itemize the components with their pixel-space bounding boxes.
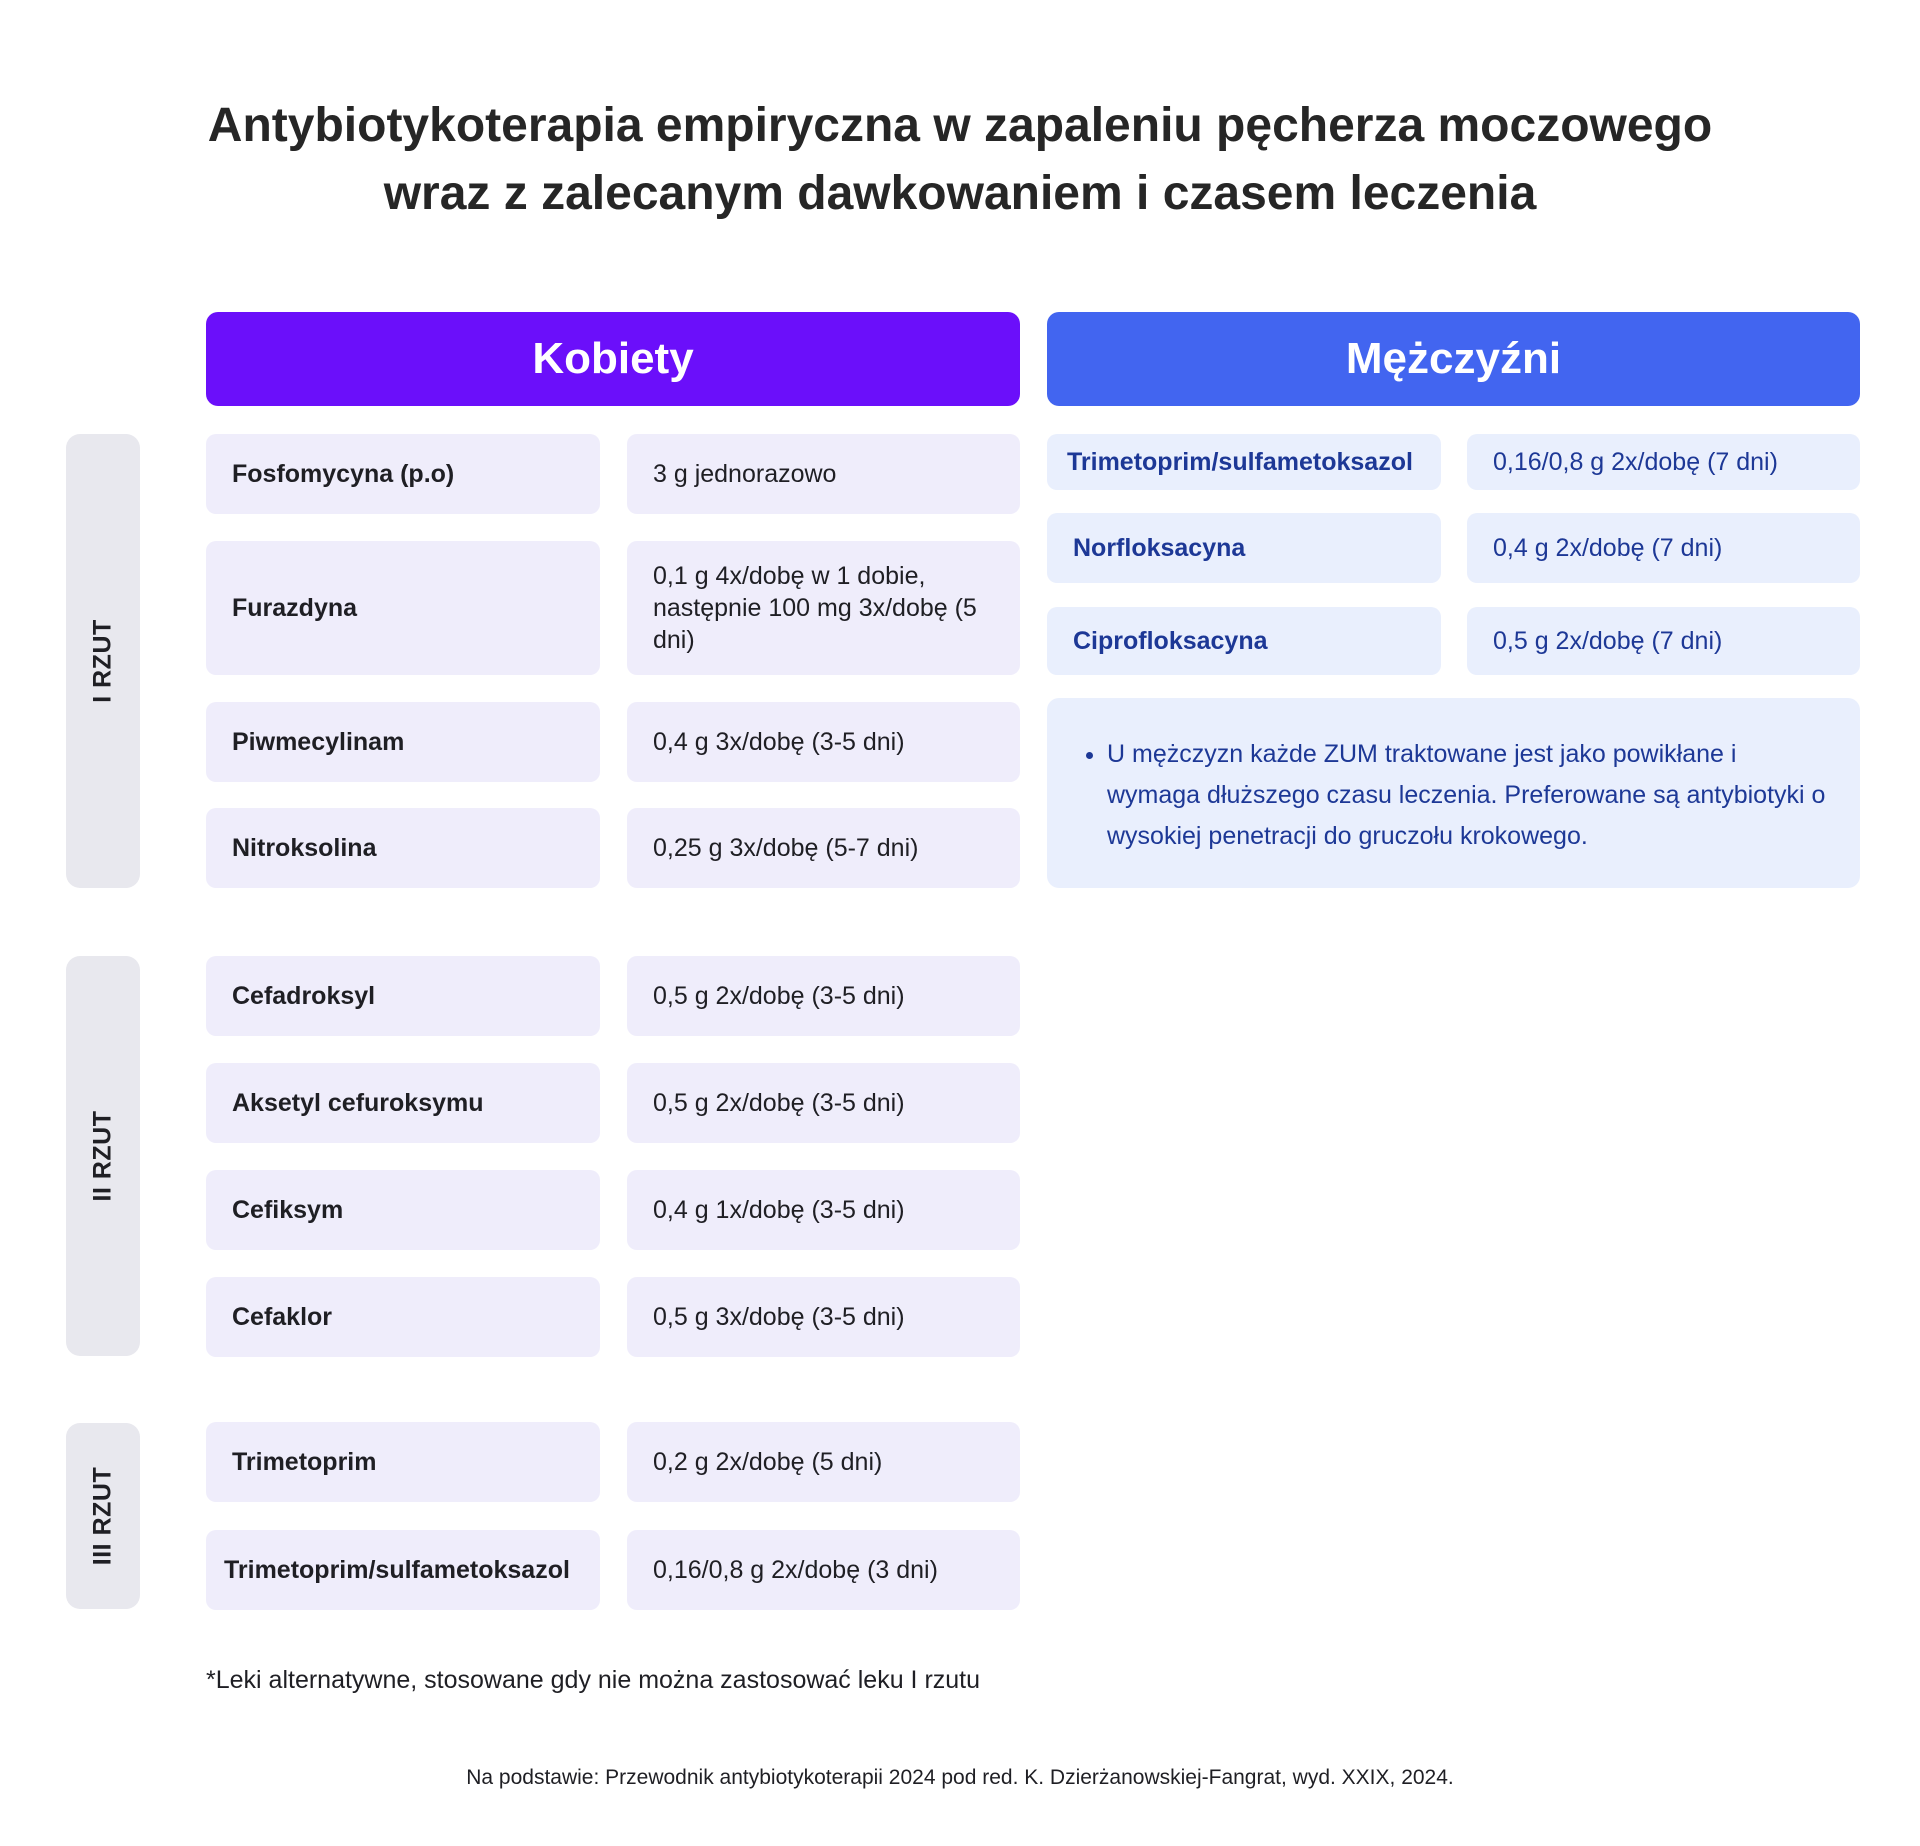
women-dose-cell: 3 g jednorazowo <box>627 434 1020 514</box>
men-dose-cell: 0,16/0,8 g 2x/dobę (7 dni) <box>1467 434 1860 490</box>
men-note-list: U mężczyzn każde ZUM traktowane jest jak… <box>1079 734 1834 857</box>
men-dose-cell: 0,5 g 2x/dobę (7 dni) <box>1467 607 1860 675</box>
women-header: Kobiety <box>206 312 1020 406</box>
page-title: Antybiotykoterapia empiryczna w zapaleni… <box>0 92 1920 228</box>
footnote: *Leki alternatywne, stosowane gdy nie mo… <box>206 1666 981 1694</box>
women-dose-cell: 0,5 g 2x/dobę (3-5 dni) <box>627 1063 1020 1143</box>
women-dose-cell: 0,4 g 1x/dobę (3-5 dni) <box>627 1170 1020 1250</box>
women-dose-cell: 0,25 g 3x/dobę (5-7 dni) <box>627 808 1020 888</box>
women-drug-cell: Trimetoprim <box>206 1422 600 1502</box>
women-dose-cell: 0,1 g 4x/dobę w 1 dobie, następnie 100 m… <box>627 541 1020 675</box>
page-title-line-2: wraz z zalecanym dawkowaniem i czasem le… <box>383 167 1537 220</box>
men-drug-cell: Trimetoprim/sulfametoksazol <box>1047 434 1441 490</box>
first-line-text: I RZUT <box>88 619 117 703</box>
men-dose-cell: 0,4 g 2x/dobę (7 dni) <box>1467 513 1860 583</box>
women-drug-cell: Cefiksym <box>206 1170 600 1250</box>
women-dose-cell: 0,4 g 3x/dobę (3-5 dni) <box>627 702 1020 782</box>
first-line-label: I RZUT <box>66 434 140 888</box>
men-drug-cell: Norfloksacyna <box>1047 513 1441 583</box>
women-drug-cell: Aksetyl cefuroksymu <box>206 1063 600 1143</box>
men-note-box: U mężczyzn każde ZUM traktowane jest jak… <box>1047 698 1860 888</box>
men-drug-cell: Ciprofloksacyna <box>1047 607 1441 675</box>
men-note-item: U mężczyzn każde ZUM traktowane jest jak… <box>1107 734 1834 857</box>
women-drug-cell: Nitroksolina <box>206 808 600 888</box>
men-header: Mężczyźni <box>1047 312 1860 406</box>
women-dose-cell: 0,16/0,8 g 2x/dobę (3 dni) <box>627 1530 1020 1610</box>
women-drug-cell: Cefadroksyl <box>206 956 600 1036</box>
women-drug-cell: Piwmecylinam <box>206 702 600 782</box>
women-dose-cell: 0,5 g 3x/dobę (3-5 dni) <box>627 1277 1020 1357</box>
women-drug-cell: Cefaklor <box>206 1277 600 1357</box>
women-dose-cell: 0,2 g 2x/dobę (5 dni) <box>627 1422 1020 1502</box>
third-line-text: III RZUT <box>88 1466 117 1566</box>
women-drug-cell: Trimetoprim/sulfametoksazol <box>206 1530 600 1610</box>
women-drug-cell: Furazdyna <box>206 541 600 675</box>
third-line-label: III RZUT <box>66 1423 140 1609</box>
page-title-line-1: Antybiotykoterapia empiryczna w zapaleni… <box>207 99 1713 152</box>
second-line-text: II RZUT <box>88 1110 117 1202</box>
women-drug-cell: Fosfomycyna (p.o) <box>206 434 600 514</box>
women-dose-cell: 0,5 g 2x/dobę (3-5 dni) <box>627 956 1020 1036</box>
second-line-label: II RZUT <box>66 956 140 1356</box>
source-citation: Na podstawie: Przewodnik antybiotykotera… <box>466 1766 1454 1789</box>
